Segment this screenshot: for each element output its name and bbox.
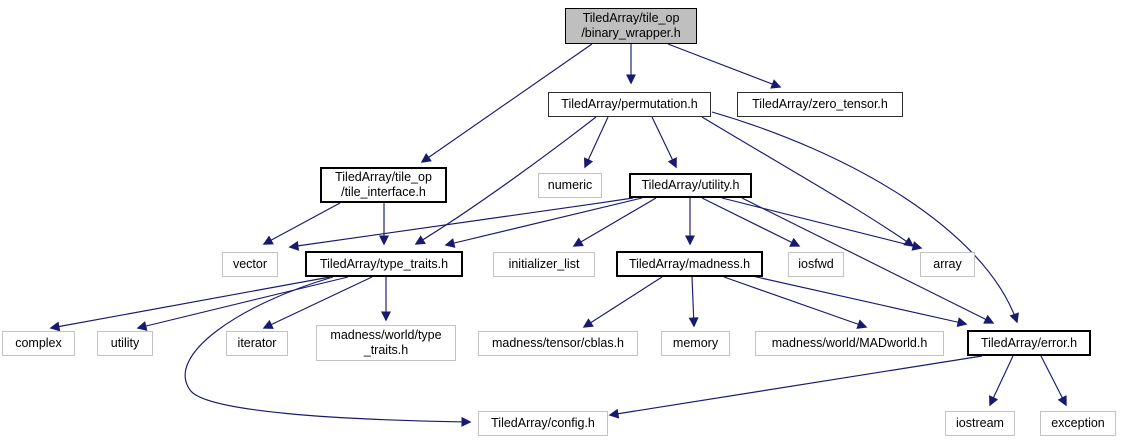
edge-type_traits-to-std_utility bbox=[136, 276, 349, 331]
graph-node-iterator[interactable]: iterator bbox=[226, 331, 288, 356]
graph-node-tile_interface[interactable]: TiledArray/tile_op /tile_interface.h bbox=[320, 167, 447, 203]
graph-node-zero_tensor[interactable]: TiledArray/zero_tensor.h bbox=[737, 92, 903, 117]
edge-type_traits-to-complex bbox=[49, 276, 331, 332]
edge-type_traits-to-iterator bbox=[262, 276, 373, 329]
edge-permutation-to-numeric bbox=[584, 116, 609, 169]
graph-node-type_traits[interactable]: TiledArray/type_traits.h bbox=[305, 251, 463, 277]
edge-madness_h-to-error_h bbox=[751, 275, 968, 328]
graph-node-permutation[interactable]: TiledArray/permutation.h bbox=[548, 92, 711, 117]
graph-node-config[interactable]: TiledArray/config.h bbox=[478, 411, 608, 436]
graph-node-utility_h[interactable]: TiledArray/utility.h bbox=[629, 173, 752, 198]
edge-error_h-to-config bbox=[608, 355, 983, 419]
graph-node-binary_wrapper[interactable]: TiledArray/tile_op /binary_wrapper.h bbox=[565, 8, 697, 44]
graph-node-complex[interactable]: complex bbox=[2, 331, 75, 356]
edge-utility_h-to-iosfwd bbox=[701, 197, 801, 247]
graph-node-exception[interactable]: exception bbox=[1040, 411, 1116, 436]
edge-error_h-to-iostream bbox=[989, 355, 1014, 407]
edge-utility_h-to-type_traits bbox=[444, 197, 643, 248]
graph-node-mad_type_traits[interactable]: madness/world/type _traits.h bbox=[316, 325, 456, 361]
edge-binary_wrapper-to-tile_interface bbox=[420, 43, 593, 163]
edge-permutation-to-array bbox=[701, 116, 915, 247]
graph-node-initializer_list[interactable]: initializer_list bbox=[493, 252, 595, 277]
edge-permutation-to-error_h bbox=[711, 111, 1019, 324]
graph-node-vector[interactable]: vector bbox=[222, 252, 278, 277]
edge-madness_h-to-cblas bbox=[582, 276, 663, 328]
edge-madness_h-to-memory bbox=[688, 276, 699, 328]
graph-node-madness_h[interactable]: TiledArray/madness.h bbox=[616, 251, 763, 277]
graph-node-numeric[interactable]: numeric bbox=[538, 173, 602, 198]
edge-utility_h-to-vector bbox=[288, 197, 634, 251]
graph-node-array[interactable]: array bbox=[920, 252, 975, 277]
edge-utility_h-to-array bbox=[721, 197, 923, 251]
edge-binary_wrapper-to-zero_tensor bbox=[667, 43, 782, 89]
edge-permutation-to-utility_h bbox=[651, 116, 677, 169]
graph-node-iostream[interactable]: iostream bbox=[945, 411, 1015, 436]
graph-node-std_utility[interactable]: utility bbox=[97, 331, 153, 356]
edge-tile_interface-to-vector bbox=[262, 202, 341, 245]
edge-utility_h-to-initializer_list bbox=[572, 197, 657, 247]
edge-utility_h-to-error_h bbox=[741, 197, 995, 324]
graph-node-cblas[interactable]: madness/tensor/cblas.h bbox=[478, 331, 638, 356]
graph-node-iosfwd[interactable]: iosfwd bbox=[788, 252, 844, 277]
graph-node-madworld[interactable]: madness/world/MADworld.h bbox=[755, 331, 944, 356]
graph-node-error_h[interactable]: TiledArray/error.h bbox=[967, 330, 1091, 356]
edge-error_h-to-exception bbox=[1040, 355, 1067, 407]
edge-madness_h-to-madworld bbox=[723, 276, 868, 329]
edge-type_traits-to-config bbox=[184, 276, 472, 427]
edge-permutation-to-type_traits bbox=[414, 116, 597, 245]
graph-node-memory[interactable]: memory bbox=[661, 331, 730, 356]
